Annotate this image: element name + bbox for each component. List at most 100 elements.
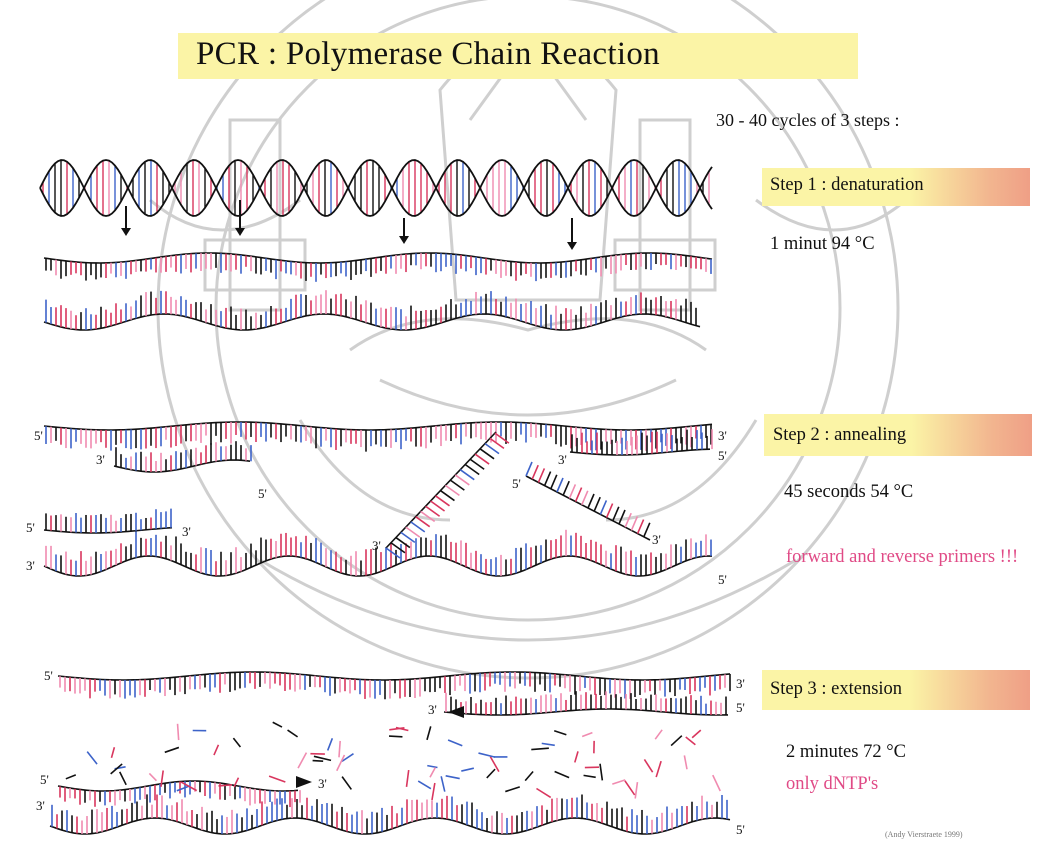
free-dntp: [600, 764, 602, 781]
step3-condition: 2 minutes 72 °C: [786, 742, 906, 763]
free-dntp: [87, 752, 97, 764]
free-dntp: [177, 786, 189, 790]
step2-note: forward and reverse primers !!!: [786, 542, 1046, 572]
nucleotide-base: [619, 510, 625, 524]
label-3prime: 3': [428, 702, 437, 718]
dna-backbone: [114, 460, 250, 472]
free-dntp: [684, 755, 687, 769]
nucleotide-base: [644, 523, 650, 537]
nucleotide-base: [455, 475, 469, 485]
dna-backbone: [50, 818, 730, 834]
free-dntp: [644, 759, 652, 772]
extension-arrowhead: [296, 776, 312, 788]
arrow-head: [235, 228, 245, 236]
free-dntp: [584, 775, 596, 777]
label-5prime: 5': [718, 572, 727, 588]
nucleotide-base: [426, 506, 440, 516]
free-dntp: [111, 747, 114, 758]
dna-strands: [40, 160, 730, 834]
arrow-head: [399, 236, 409, 244]
free-dntp: [692, 730, 701, 738]
free-dntp: [313, 761, 324, 762]
nucleotide-base: [450, 480, 464, 490]
university-seal-watermark: [150, 0, 906, 678]
label-3prime: 3': [26, 558, 35, 574]
label-5prime: 5': [718, 448, 727, 464]
free-dntp: [671, 736, 682, 746]
label-5prime: 5': [512, 476, 521, 492]
free-dntp: [686, 737, 696, 745]
page-title: PCR : Polymerase Chain Reaction: [196, 36, 660, 73]
free-dntp: [505, 787, 519, 792]
nucleotide-base: [431, 501, 445, 511]
nucleotide-base: [440, 491, 454, 501]
free-dntp: [432, 783, 435, 800]
nucleotide-base: [607, 504, 613, 518]
nucleotide-base: [576, 488, 582, 502]
free-dntp: [487, 769, 495, 778]
step1-label: Step 1 : denaturation: [770, 175, 924, 196]
label-5prime: 5': [40, 772, 49, 788]
free-dntp: [269, 776, 285, 782]
nucleotide-base: [538, 468, 544, 482]
free-dntp: [288, 730, 298, 737]
free-dntp: [427, 726, 431, 739]
nucleotide-base: [445, 485, 459, 495]
cycles-caption: 30 - 40 cycles of 3 steps :: [716, 110, 899, 131]
nucleotide-base: [582, 491, 588, 505]
free-dntp: [446, 776, 460, 779]
label-5prime: 5': [34, 428, 43, 444]
label-5prime: 5': [736, 822, 745, 838]
free-dntp: [554, 731, 566, 735]
label-3prime: 3': [652, 532, 661, 548]
free-dntp: [441, 776, 445, 791]
free-dntp: [555, 771, 569, 777]
label-3prime: 3': [318, 776, 327, 792]
nucleotide-base: [480, 449, 494, 459]
free-dntp: [339, 741, 340, 757]
free-dntp: [625, 781, 635, 795]
free-dntp: [298, 753, 306, 769]
free-dntp: [427, 766, 437, 768]
dna-backbone: [58, 672, 730, 680]
nucleotide-base: [600, 500, 606, 514]
free-dntp: [178, 724, 179, 740]
nucleotide-base: [411, 522, 425, 532]
nucleotide-base: [406, 527, 420, 537]
nucleotide-base: [563, 481, 569, 495]
credit-text: (Andy Vierstraete 1999): [885, 830, 963, 839]
arrow-head: [121, 228, 131, 236]
free-dntp: [430, 767, 435, 777]
free-dntp: [328, 738, 333, 750]
free-dntp: [314, 756, 331, 760]
free-dntp: [233, 738, 240, 747]
free-dntp: [635, 782, 637, 798]
free-dntp: [612, 780, 625, 784]
nucleotide-base: [551, 475, 557, 489]
free-dntp: [536, 789, 550, 798]
free-dntp: [389, 736, 402, 737]
nucleotide-base: [391, 543, 405, 553]
nucleotide-base: [569, 484, 575, 498]
nucleotide-base: [638, 520, 644, 534]
free-dntp: [161, 771, 163, 787]
nucleotide-base: [386, 548, 400, 558]
label-3prime: 3': [372, 538, 381, 554]
label-5prime: 5': [44, 668, 53, 684]
free-dntp: [407, 770, 409, 787]
label-5prime: 5': [736, 700, 745, 716]
free-dntp: [655, 730, 662, 739]
dna-backbone: [44, 528, 172, 533]
arrow-head: [567, 242, 577, 250]
label-3prime: 3': [558, 452, 567, 468]
label-5prime: 5': [258, 486, 267, 502]
nucleotide-base: [465, 464, 479, 474]
nucleotide-base: [396, 538, 410, 548]
free-dntp: [448, 740, 462, 746]
step2-label: Step 2 : annealing: [773, 425, 906, 446]
free-dntp: [120, 772, 126, 785]
step1-condition: 1 minut 94 °C: [770, 234, 875, 255]
label-3prime: 3': [718, 428, 727, 444]
label-5prime: 5': [26, 520, 35, 536]
label-3prime: 3': [36, 798, 45, 814]
